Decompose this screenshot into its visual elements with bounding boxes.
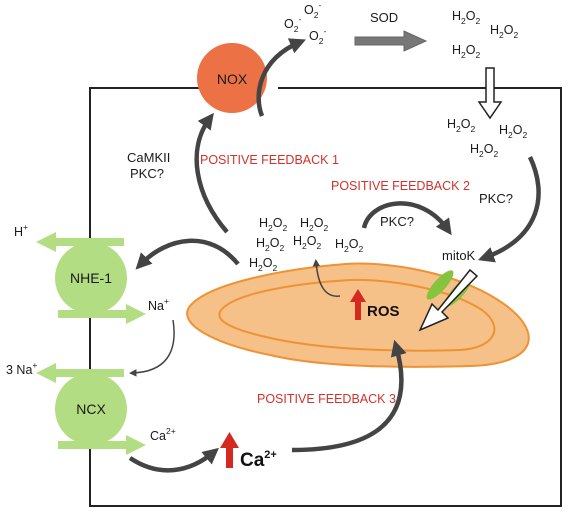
ros-to-nhe1-arrow xyxy=(135,238,240,270)
feedback-1-label: POSITIVE FEEDBACK 1 xyxy=(200,153,339,167)
sod-label: SOD xyxy=(370,10,398,25)
mitok-subunit-left xyxy=(426,270,454,300)
feedback-3-arrow xyxy=(291,339,407,453)
ncx-sodium-out-arrow xyxy=(36,363,124,383)
feedback-1-arrow xyxy=(194,112,229,234)
h2o2-label: H2O2 xyxy=(256,236,285,253)
h2o2-label: H2O2 xyxy=(470,142,499,159)
svg-text:O2-: O2- xyxy=(284,14,301,34)
proton-label: H+ xyxy=(14,222,28,239)
calcium-increase-arrow xyxy=(220,432,239,468)
nox-enzyme xyxy=(197,43,267,113)
h2o2-label: H2O2 xyxy=(452,9,481,26)
nhe1-transporter: NHE-1 xyxy=(36,232,146,324)
feedback-2-label: POSITIVE FEEDBACK 2 xyxy=(331,179,470,193)
feedback-3-label: POSITIVE FEEDBACK 3 xyxy=(257,392,396,406)
mitochondrion-inner xyxy=(218,278,496,352)
h2o2-label: H2O2 xyxy=(447,117,476,134)
nhe1-label: NHE-1 xyxy=(70,270,112,286)
mitok-channel xyxy=(418,268,479,332)
diffusion-arrow xyxy=(477,67,503,120)
mitok-label: mitoK xyxy=(442,248,476,263)
nox-to-superoxide-arrow xyxy=(256,38,306,117)
superoxide-group: O2- O2- O2- xyxy=(284,0,326,46)
sod-arrow xyxy=(354,30,428,52)
pkc-top-label: PKC? xyxy=(380,214,414,229)
ros-increase-arrow xyxy=(350,289,366,320)
nox-label: NOX xyxy=(217,71,248,87)
h2o2-label: H2O2 xyxy=(499,123,528,140)
feedback-2-arrow xyxy=(361,201,452,236)
h2o2-to-mitok-arrow xyxy=(477,156,541,263)
ncx-to-calcium-arrow xyxy=(128,447,219,473)
ncx-label: NCX xyxy=(76,401,106,417)
three-sodium-label: 3 Na+ xyxy=(6,360,37,377)
ncx-body xyxy=(55,373,127,445)
sodium-label: Na+ xyxy=(148,296,169,313)
h2o2-label: H2O2 xyxy=(300,216,329,233)
nhe1-body xyxy=(55,242,127,314)
h2o2-label: H2O2 xyxy=(259,216,288,233)
ncx-calcium-in-arrow xyxy=(58,435,146,455)
ncx-transporter: NCX xyxy=(36,363,146,455)
nhe1-proton-out-arrow xyxy=(36,232,124,252)
ros-release-arrow xyxy=(312,259,341,297)
h2o2-label: H2O2 xyxy=(452,43,481,60)
pkc-right-label: PKC? xyxy=(479,191,513,206)
calcium-in-label: Ca2+ xyxy=(150,426,176,443)
h2o2-label: H2O2 xyxy=(293,234,322,251)
camkii-label: CaMKII xyxy=(127,150,170,165)
ros-label: ROS xyxy=(367,303,400,320)
cell-membrane xyxy=(89,87,562,507)
pkc-left-label: PKC? xyxy=(130,166,164,181)
svg-text:O2-: O2- xyxy=(309,26,326,46)
svg-text:O2-: O2- xyxy=(304,0,321,20)
calcium-label: Ca2+ xyxy=(240,449,277,471)
mitok-flux-arrow xyxy=(418,268,479,332)
sodium-to-ncx-arrow xyxy=(129,319,175,377)
h2o2-label: H2O2 xyxy=(249,256,278,273)
nhe1-sodium-in-arrow xyxy=(58,304,146,324)
h2o2-label: H2O2 xyxy=(335,237,364,254)
h2o2-label: H2O2 xyxy=(490,23,519,40)
